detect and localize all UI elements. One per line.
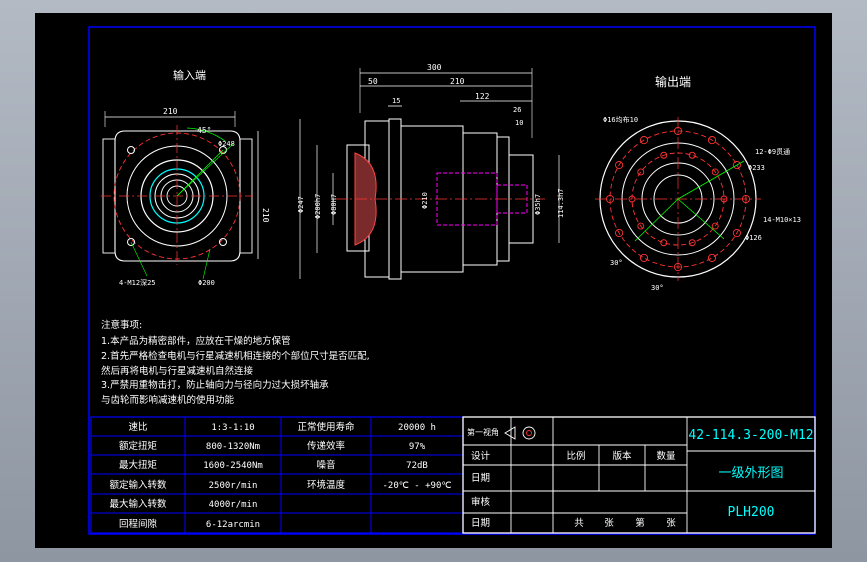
spec-r2-k1: 额定扭矩 [119, 440, 158, 452]
date-label: 日期 [471, 473, 490, 484]
spec-r6-k1: 回程间隙 [119, 518, 158, 530]
input-square-flange [114, 130, 241, 262]
model-label: PLH200 [728, 505, 775, 520]
side-left-d1: Φ247 [297, 196, 305, 213]
input-view: 输入端 210 210 45° Φ248 4-M12深25 Φ200 [101, 68, 270, 287]
output-angle-2: 30° [651, 284, 664, 292]
input-width-dim: 210 [163, 107, 178, 116]
output-inner-tap-hole [711, 168, 719, 176]
notes-heading: 注意事项: [101, 319, 142, 331]
spec-r1-k2: 正常使用寿命 [297, 421, 355, 433]
quantity-label: 数量 [656, 450, 676, 462]
output-inner-tap-hole [637, 222, 645, 230]
side-shaft-right-d: 114.3h7 [557, 188, 565, 218]
spec-r1-v2: 20000 h [398, 423, 436, 433]
side-overall-dim: 300 [427, 63, 442, 72]
spec-r1-k1: 速比 [128, 421, 147, 433]
drawing-title: 一级外形图 [718, 466, 783, 481]
output-thread-spec: 12-Φ9贯通 [755, 147, 790, 156]
title-block: 第一视角 42-114.3-200-M12 设计 比例 版本 数量 一级外形图 … [462, 416, 816, 534]
output-hole-spec: Φ16均布10 [603, 115, 638, 124]
notes-line-5: 与齿轮而影响减速机的使用功能 [101, 394, 235, 406]
side-shaft-d: Φ35h7 [534, 194, 542, 215]
notes-line-2: 2.首先严格检查电机与行星减速机相连接的个部位尺寸是否匹配, [101, 350, 370, 362]
spec-r2-k2: 传递效率 [307, 440, 346, 452]
side-flange-dim: 15 [392, 97, 400, 105]
projection-symbol-icon [504, 426, 516, 440]
output-outer-bolt-hole [707, 253, 717, 262]
side-dim-10: 10 [515, 119, 523, 127]
spec-r5-v1: 4000r/min [209, 500, 258, 510]
spec-r4-v1: 2500r/min [209, 481, 258, 491]
output-inner-tap-hole [660, 239, 668, 247]
projection-circle-icon [522, 426, 536, 440]
input-pcd-dim: Φ200 [198, 279, 215, 287]
side-dim-26: 26 [513, 106, 521, 114]
review-label: 审核 [471, 496, 491, 508]
spec-r4-k2: 环境温度 [307, 479, 346, 491]
sheet-sheet-label: 张 [666, 518, 676, 529]
side-output-shaft [508, 154, 534, 244]
input-view-label: 输入端 [173, 68, 206, 82]
side-view: 300 50 210 15 122 26 10 Φ247 Φ200h7 Φ80H… [297, 63, 565, 280]
notes-line-4: 3.严禁用重物击打，防止轴向力与径向力过大损坏轴承 [101, 379, 329, 391]
spec-r2-v1: 800-1320Nm [206, 442, 260, 452]
spec-r5-k1: 最大输入转数 [109, 498, 167, 510]
notes-block: 注意事项: 1.本产品为精密部件，应放在干燥的地方保管 2.首先严格检查电机与行… [101, 319, 370, 406]
output-inner-tap-hole [688, 239, 696, 247]
design-label: 设计 [471, 450, 491, 462]
input-angle-dim: 45° [197, 126, 211, 135]
spec-r3-v1: 1600-2540Nm [203, 461, 263, 471]
side-right-dim: 210 [450, 77, 465, 86]
spec-r6-v1: 6-12arcmin [206, 520, 260, 530]
drawing-canvas: 输入端 210 210 45° Φ248 4-M12深25 Φ200 [88, 26, 816, 535]
output-view: 输出端 Φ16均布10 12-Φ9贯通 Φ233 14-M10×13 Φ126 … [595, 74, 801, 292]
output-outer-bolt-hole [639, 253, 649, 262]
notes-line-1: 1.本产品为精密部件，应放在干燥的地方保管 [101, 335, 291, 347]
spec-r4-k1: 额定输入转数 [109, 479, 167, 491]
output-inner-tap-hole [711, 222, 719, 230]
sheet-sheets-label: 张 [604, 518, 614, 529]
side-mid-d: Φ210 [421, 192, 429, 209]
input-height-dim: 210 [261, 208, 270, 223]
output-outer-bolt-hole [732, 228, 741, 238]
sheet-total-label: 共 [574, 518, 584, 529]
side-left-dim: 50 [368, 77, 378, 86]
output-inner-tap-hole [660, 151, 668, 159]
spec-r3-k2: 噪音 [316, 459, 335, 471]
version-label: 版本 [612, 450, 632, 462]
output-angle-1: 30° [610, 259, 623, 267]
output-outer-bolt-hole [707, 136, 717, 145]
notes-line-3: 然后再将电机与行星减速机自然连接 [101, 365, 254, 377]
output-d126: Φ126 [745, 234, 762, 242]
sheet-no-label: 第 [635, 517, 645, 529]
scale-label: 比例 [566, 450, 585, 462]
side-left-d2: Φ200h7 [314, 194, 322, 219]
output-inner-tap-hole [637, 168, 645, 176]
output-inner-tap-hole [688, 151, 696, 159]
date2-label: 日期 [471, 518, 490, 529]
spec-r1-v1: 1:3-1:10 [211, 423, 254, 433]
spec-r4-v2: -20℃ - +90℃ [383, 481, 452, 491]
spec-table: 速比 1:3-1:10 正常使用寿命 20000 h 额定扭矩 800-1320… [90, 416, 464, 534]
output-d233: Φ233 [748, 164, 765, 172]
output-outer-bolt-hole [639, 136, 649, 145]
drawing-sheet: 输入端 210 210 45° Φ248 4-M12深25 Φ200 [35, 13, 832, 548]
input-hole-dia: Φ248 [218, 140, 235, 148]
output-view-label: 输出端 [655, 74, 691, 89]
output-outer-bolt-hole [615, 228, 624, 238]
spec-r3-k1: 最大扭矩 [119, 459, 158, 471]
projection-label: 第一视角 [467, 427, 499, 437]
output-outer-bolt-hole [615, 160, 624, 170]
output-tap-spec: 14-M10×13 [763, 216, 801, 224]
side-mid-dim: 122 [475, 92, 490, 101]
spec-r3-v2: 72dB [406, 461, 428, 471]
inner-border [88, 26, 816, 535]
output-outer-bolt-hole [732, 160, 741, 170]
spec-r2-v2: 97% [409, 442, 426, 452]
input-bolt-spec: 4-M12深25 [119, 278, 156, 287]
side-left-d3: Φ80H7 [330, 194, 338, 215]
drawing-number: 42-114.3-200-M12 [688, 428, 813, 443]
